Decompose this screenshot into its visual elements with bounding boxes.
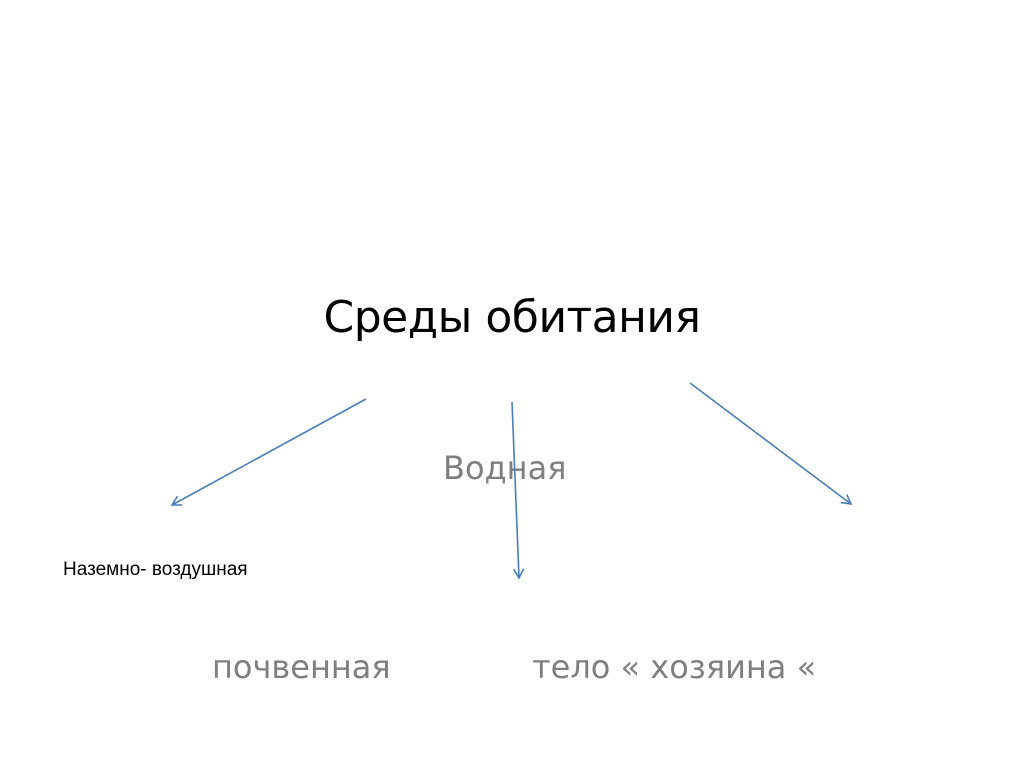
item-soil: почвенная — [212, 648, 391, 686]
slide-title: Среды обитания — [323, 292, 701, 343]
item-host-body: тело « хозяина « — [532, 648, 817, 686]
arrow-to-land-air-icon — [170, 398, 367, 506]
arrow-to-host-body-icon — [689, 382, 853, 505]
item-land-air: Наземно- воздушная — [63, 559, 248, 580]
item-water: Водная — [443, 449, 567, 487]
arrow-to-soil-icon — [511, 401, 525, 580]
